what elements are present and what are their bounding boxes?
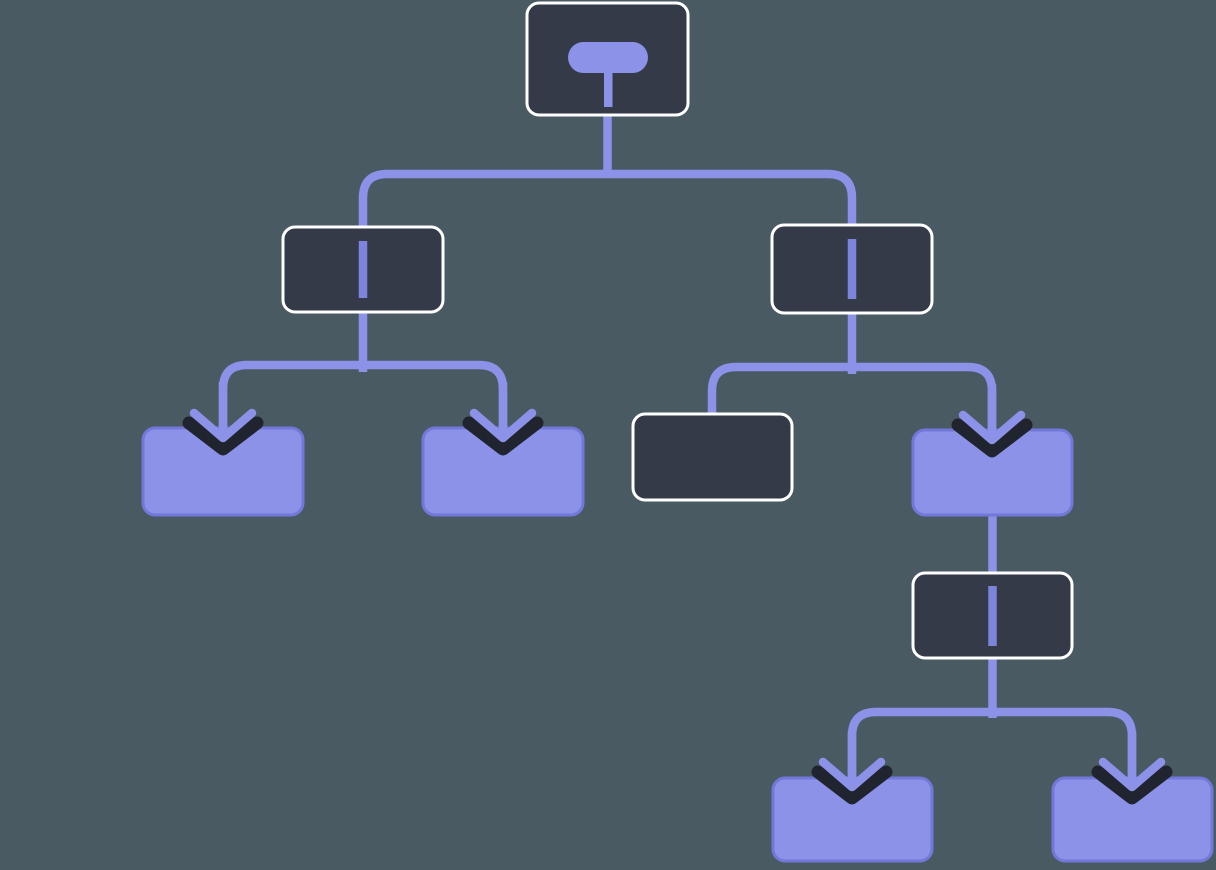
node-root[interactable] bbox=[525, 1, 690, 117]
collapse-chevron-icon-arrow-leaf-4[interactable] bbox=[811, 731, 893, 805]
node-group-left[interactable] bbox=[281, 225, 445, 314]
node-group-right[interactable] bbox=[770, 223, 934, 315]
pill-icon bbox=[568, 42, 648, 73]
chevron-outer-dark bbox=[811, 765, 893, 805]
chevron-inner-purple bbox=[818, 757, 886, 792]
collapse-chevron-icon-arrow-leaf-5[interactable] bbox=[1091, 731, 1173, 805]
chevron-inner-purple bbox=[189, 408, 257, 443]
chevron-inner-purple bbox=[469, 408, 537, 443]
chevron-inner-purple bbox=[958, 410, 1026, 445]
pill-stem bbox=[604, 70, 613, 107]
chevron-outer-dark bbox=[1091, 765, 1173, 805]
node-sub-group[interactable] bbox=[911, 571, 1074, 660]
edge-bottom-children-branch bbox=[847, 707, 1137, 787]
collapse-chevron-icon-arrow-leaf-2[interactable] bbox=[462, 382, 544, 456]
edge-right-children-branch bbox=[707, 362, 997, 440]
node-body-child-dark bbox=[631, 412, 794, 502]
chevron-outer-dark bbox=[951, 418, 1033, 458]
collapse-chevron-icon-arrow-leaf-3[interactable] bbox=[951, 384, 1033, 458]
chevron-inner-purple bbox=[1098, 757, 1166, 792]
chevron-outer-dark bbox=[462, 416, 544, 456]
chevron-outer-dark bbox=[182, 416, 264, 456]
node-child-dark[interactable] bbox=[631, 412, 794, 502]
collapse-chevron-icon-arrow-leaf-1[interactable] bbox=[182, 382, 264, 456]
edge-level-1-branch bbox=[358, 169, 857, 228]
edge-left-children-branch bbox=[218, 360, 508, 438]
